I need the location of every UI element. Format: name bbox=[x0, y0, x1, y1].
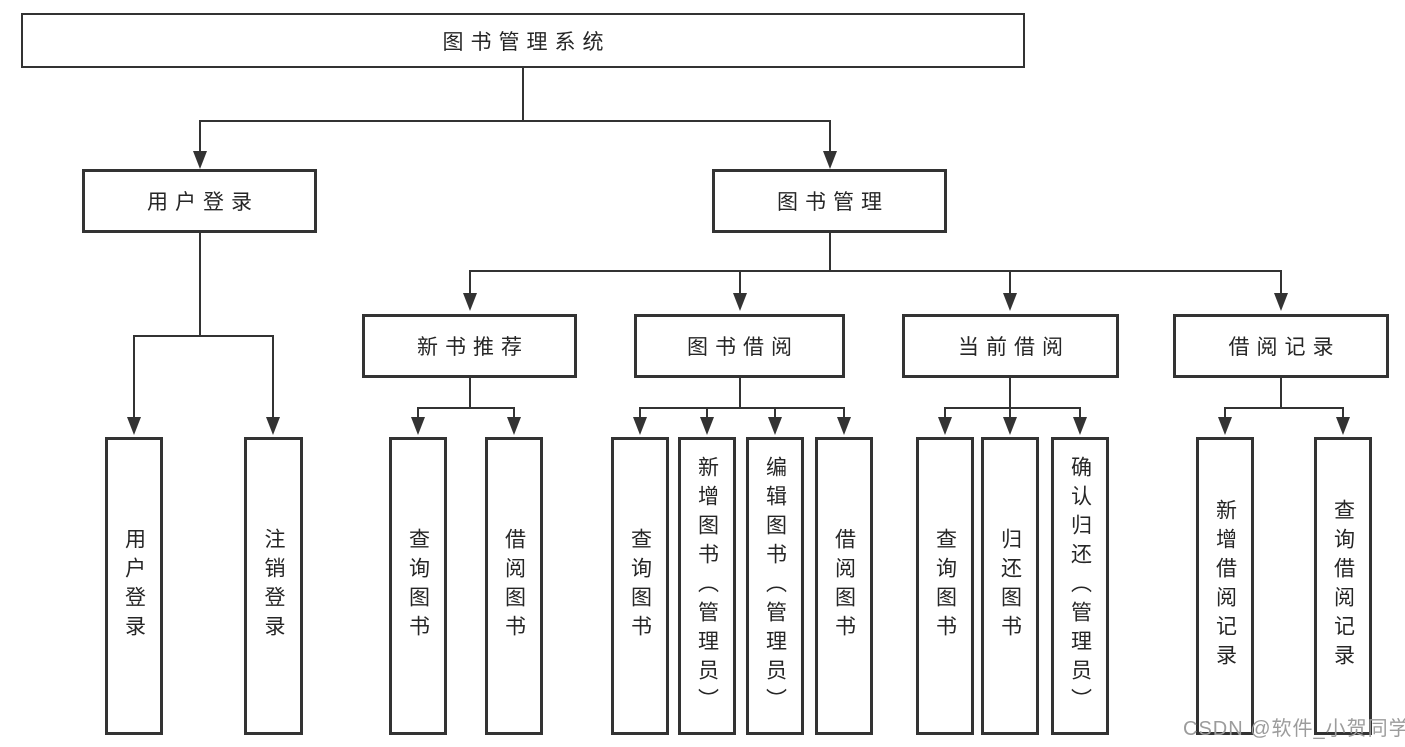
leaf-current-query-books-label: 查询图书 bbox=[933, 528, 957, 644]
leaf-current-confirm-return-admin: 确认归还（管理员） bbox=[1051, 437, 1109, 735]
node-borrow-records-label: 借阅记录 bbox=[1228, 336, 1341, 359]
node-current-borrow: 当前借阅 bbox=[902, 314, 1119, 378]
leaf-records-query-record: 查询借阅记录 bbox=[1314, 437, 1372, 735]
node-root-label: 图书管理系统 bbox=[442, 30, 611, 54]
leaf-records-add-record-label: 新增借阅记录 bbox=[1213, 499, 1237, 673]
leaf-borrow-add-books-admin-label: 新增图书（管理员） bbox=[695, 455, 719, 717]
leaf-user-login-label: 用户登录 bbox=[122, 528, 146, 644]
leaf-borrow-edit-books-admin: 编辑图书（管理员） bbox=[746, 437, 804, 735]
leaf-newrec-borrow-books-label: 借阅图书 bbox=[502, 528, 526, 644]
node-book-management: 图书管理 bbox=[712, 169, 947, 233]
node-user-login-label: 用户登录 bbox=[147, 191, 259, 214]
leaf-borrow-borrow-books: 借阅图书 bbox=[815, 437, 873, 735]
node-new-book-recommend-label: 新书推荐 bbox=[417, 336, 529, 359]
leaf-records-query-record-label: 查询借阅记录 bbox=[1331, 499, 1355, 673]
leaf-newrec-query-books: 查询图书 bbox=[389, 437, 447, 735]
leaf-current-query-books: 查询图书 bbox=[916, 437, 974, 735]
leaf-logout-label: 注销登录 bbox=[262, 528, 285, 644]
node-book-management-label: 图书管理 bbox=[777, 191, 889, 214]
leaf-borrow-query-books-label: 查询图书 bbox=[628, 528, 652, 644]
node-root: 图书管理系统 bbox=[21, 13, 1025, 68]
leaf-current-return-books-label: 归还图书 bbox=[998, 528, 1022, 644]
node-book-borrow-label: 图书借阅 bbox=[687, 336, 799, 359]
node-current-borrow-label: 当前借阅 bbox=[958, 336, 1070, 359]
node-user-login: 用户登录 bbox=[82, 169, 317, 233]
leaf-user-login: 用户登录 bbox=[105, 437, 163, 735]
arrowheads bbox=[127, 151, 1350, 435]
csdn-watermark: CSDN @软件_小贺同学 bbox=[1183, 718, 1405, 740]
leaf-current-confirm-return-admin-label: 确认归还（管理员） bbox=[1068, 455, 1092, 717]
node-borrow-records: 借阅记录 bbox=[1173, 314, 1389, 378]
leaf-borrow-add-books-admin: 新增图书（管理员） bbox=[678, 437, 736, 735]
leaf-current-return-books: 归还图书 bbox=[981, 437, 1039, 735]
node-book-borrow: 图书借阅 bbox=[634, 314, 845, 378]
node-new-book-recommend: 新书推荐 bbox=[362, 314, 577, 378]
leaf-newrec-query-books-label: 查询图书 bbox=[406, 528, 430, 644]
leaf-borrow-borrow-books-label: 借阅图书 bbox=[832, 528, 856, 644]
leaf-logout: 注销登录 bbox=[244, 437, 303, 735]
leaf-newrec-borrow-books: 借阅图书 bbox=[485, 437, 543, 735]
leaf-records-add-record: 新增借阅记录 bbox=[1196, 437, 1254, 735]
leaf-borrow-query-books: 查询图书 bbox=[611, 437, 669, 735]
leaf-borrow-edit-books-admin-label: 编辑图书（管理员） bbox=[763, 455, 787, 717]
